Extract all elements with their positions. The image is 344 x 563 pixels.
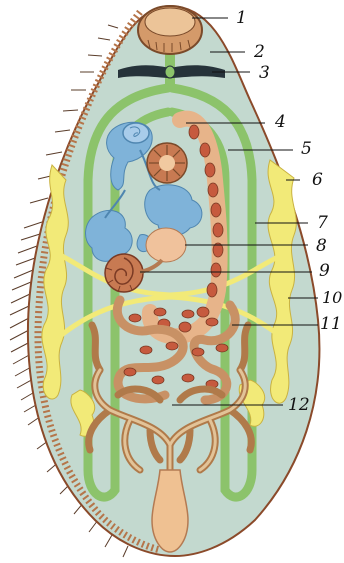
ootype [146, 228, 186, 262]
label-10: 10 [322, 290, 342, 306]
label-11: 11 [320, 316, 342, 333]
ventral-sucker [147, 143, 187, 183]
oral-sucker [138, 6, 202, 54]
label-2: 2 [254, 44, 265, 61]
label-4: 4 [275, 114, 286, 131]
label-6: 6 [312, 172, 323, 189]
seminal-receptacle [123, 123, 149, 143]
label-12: 12 [288, 397, 310, 414]
label-3: 3 [259, 65, 270, 82]
label-5: 5 [301, 141, 312, 158]
label-8: 8 [316, 238, 327, 255]
label-1: 1 [236, 10, 247, 27]
label-7: 7 [317, 215, 328, 232]
label-9: 9 [319, 263, 330, 280]
